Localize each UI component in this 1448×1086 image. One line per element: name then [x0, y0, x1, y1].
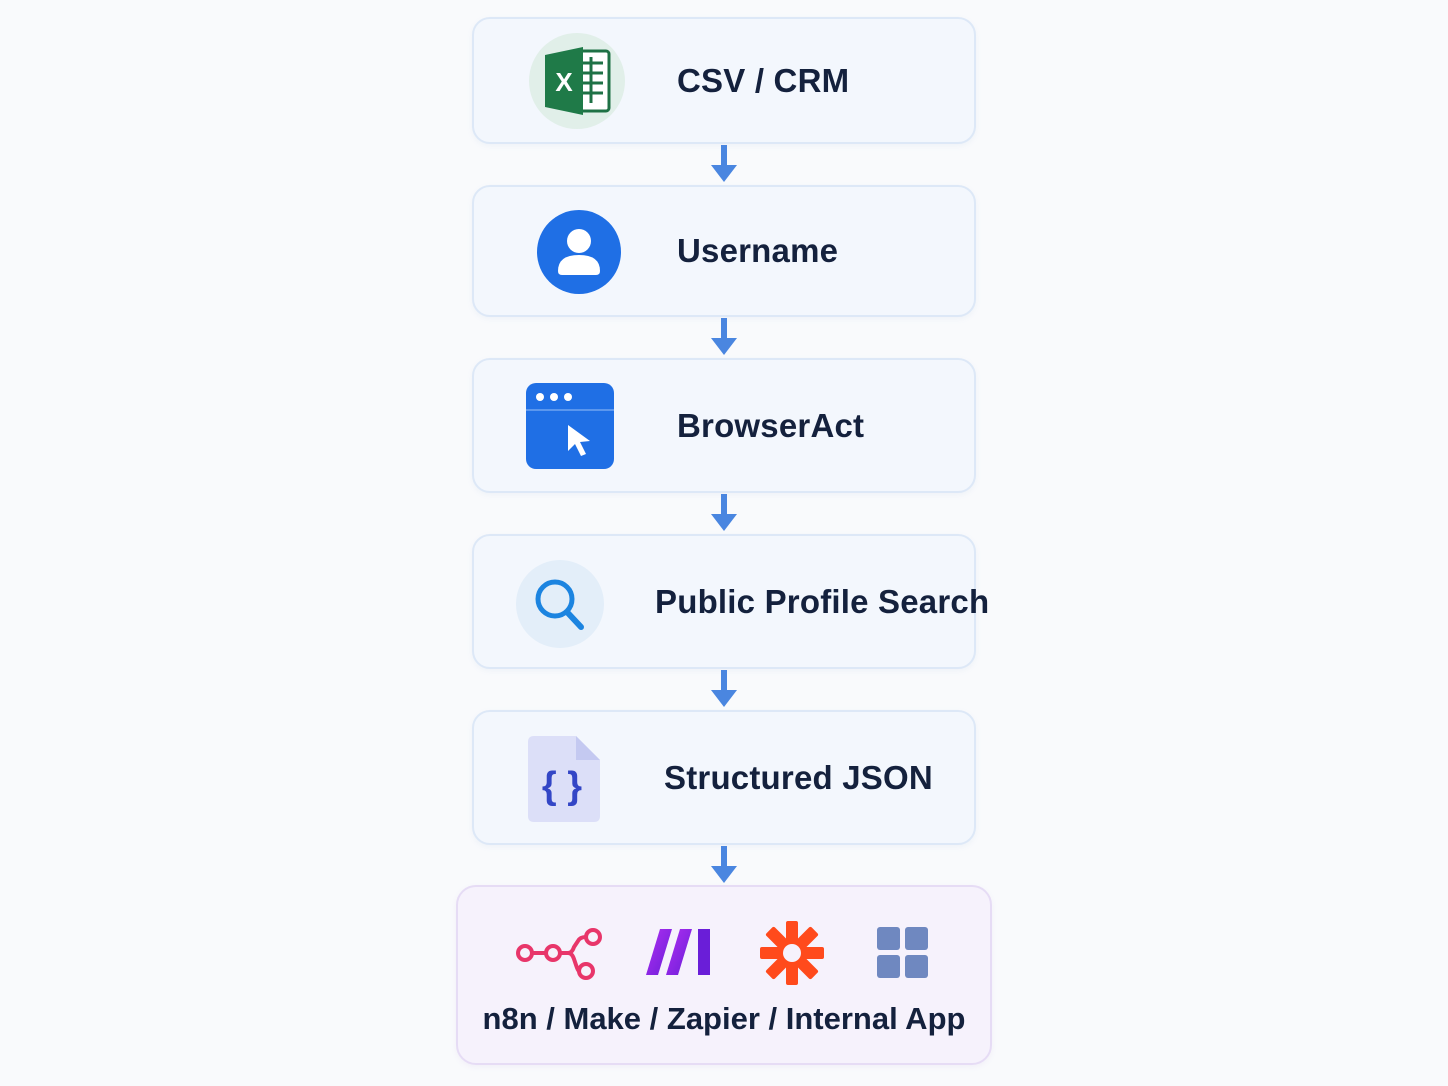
step-label: Structured JSON	[664, 758, 933, 796]
step-card-username: Username	[472, 185, 976, 317]
step-card-public-profile-search: Public Profile Search	[472, 534, 989, 669]
internal-app-icon	[877, 927, 928, 978]
browser-cursor-icon	[526, 383, 614, 469]
step-label: CSV / CRM	[677, 61, 850, 99]
step-card-structured-json: { } Structured JSON	[472, 710, 976, 845]
excel-icon: X	[529, 33, 625, 129]
user-icon	[537, 210, 621, 294]
destination-label: n8n / Make / Zapier / Internal App	[482, 1001, 966, 1036]
step-label: Public Profile Search	[655, 582, 990, 620]
svg-text:X: X	[555, 67, 573, 97]
step-label: BrowserAct	[677, 406, 865, 444]
destination-card: n8n / Make / Zapier / Internal App	[456, 885, 992, 1065]
make-icon	[646, 929, 710, 975]
step-label: Username	[677, 232, 839, 269]
n8n-icon	[516, 928, 602, 980]
zapier-icon	[760, 921, 824, 985]
arrow-down-icon	[711, 145, 737, 182]
arrow-down-icon	[711, 670, 737, 707]
svg-text:{ }: { }	[542, 765, 582, 807]
step-card-csv-crm: X CSV / CRM	[472, 17, 976, 144]
arrow-down-icon	[711, 318, 737, 355]
arrow-down-icon	[711, 494, 737, 531]
arrow-down-icon	[711, 846, 737, 883]
search-icon	[516, 560, 604, 648]
json-file-icon: { }	[528, 736, 600, 822]
step-card-browseract: BrowserAct	[472, 358, 976, 493]
